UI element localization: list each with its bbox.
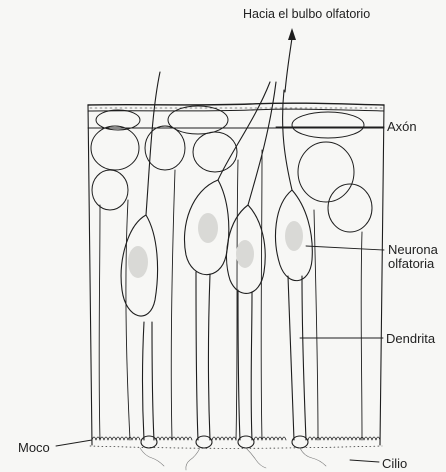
neuron-4: [276, 90, 313, 448]
label-olfactory-neuron: Neurona olfatoria: [388, 243, 438, 271]
supporting-cells: [99, 150, 362, 440]
label-dendrite: Dendrita: [386, 332, 435, 346]
leader-lines: [56, 127, 384, 462]
label-olfactory-neuron-line2: olfatoria: [388, 257, 438, 271]
basal-membrane: [88, 103, 384, 111]
cilium-leader: [350, 460, 379, 462]
label-olfactory-neuron-line1: Neurona: [388, 243, 438, 257]
neuron-3: [227, 82, 276, 448]
basal-cells: [91, 106, 372, 232]
label-mucus: Moco: [18, 441, 50, 455]
mucus-leader: [56, 440, 92, 446]
cilia-strands: [140, 448, 326, 470]
label-cilium: Cilio: [382, 457, 407, 471]
neuron-leader: [306, 246, 384, 250]
label-axon: Axón: [387, 120, 417, 134]
label-toward-olfactory-bulb: Hacia el bulbo olfatorio: [243, 7, 370, 21]
arrow-to-bulb: [285, 28, 296, 92]
